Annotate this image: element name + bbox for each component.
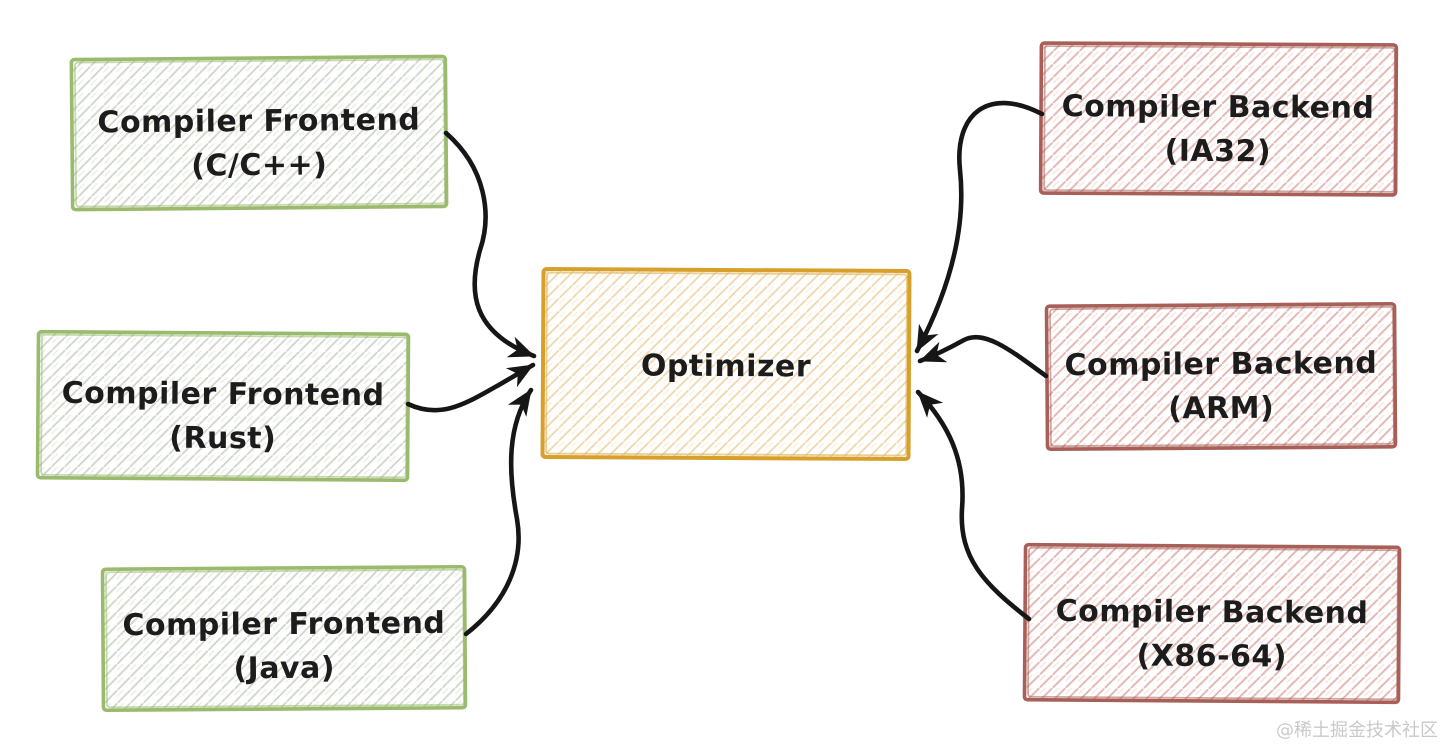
node-label: Optimizer [641,349,811,385]
node-backend-x86-64-box [1022,542,1402,705]
node-optimizer-box-sketch [545,271,908,457]
node-backend-arm: Compiler Backend (ARM) [1044,302,1398,451]
node-label: Compiler Backend [1056,594,1369,631]
node-label: Compiler Frontend [62,376,385,413]
node-label: (IA32) [1164,134,1271,170]
node-backend-arm-box-sketch [1049,305,1395,448]
node-label: Compiler Frontend [122,606,445,643]
node-label: Compiler Backend [1064,346,1377,383]
node-optimizer: Optimizer [540,267,912,461]
arrow-backend-arm-to-optimizer [917,334,1049,379]
node-label: (C/C++) [191,147,327,183]
node-backend-ia32: Compiler Backend (IA32) [1038,41,1399,197]
watermark: @稀土掘金技术社区 [1276,720,1438,741]
arrow-backend-x86-64-to-optimizer [915,389,1032,622]
node-backend-x86-64: Compiler Backend (X86-64) [1022,542,1402,705]
node-frontend-java-box [100,564,468,713]
node-label: (ARM) [1168,391,1274,427]
node-frontend-rust: Compiler Frontend (Rust) [35,329,411,483]
node-frontend-rust-box-sketch [40,333,408,479]
arrow-backend-ia32-to-optimizer [914,100,1045,354]
node-label: Compiler Frontend [97,103,420,141]
node-label: (Rust) [169,421,276,457]
node-label: (X86-64) [1136,638,1287,674]
node-frontend-java-box-sketch [105,568,465,709]
node-label: (Java) [233,651,335,687]
node-backend-x86-64-box-sketch [1027,546,1399,701]
node-backend-ia32-box-sketch [1043,45,1396,193]
arrow-frontend-rust-to-optimizer [405,362,536,413]
node-frontend-cpp: Compiler Frontend (C/C++) [69,54,449,212]
node-frontend-java: Compiler Frontend (Java) [100,564,468,713]
arrow-frontend-cpp-to-optimizer [443,130,537,359]
node-optimizer-box [540,267,912,461]
arrow-frontend-java-to-optimizer [463,387,534,637]
node-backend-ia32-box [1038,41,1399,197]
node-frontend-rust-box [35,329,411,483]
node-label: Compiler Backend [1062,89,1375,126]
